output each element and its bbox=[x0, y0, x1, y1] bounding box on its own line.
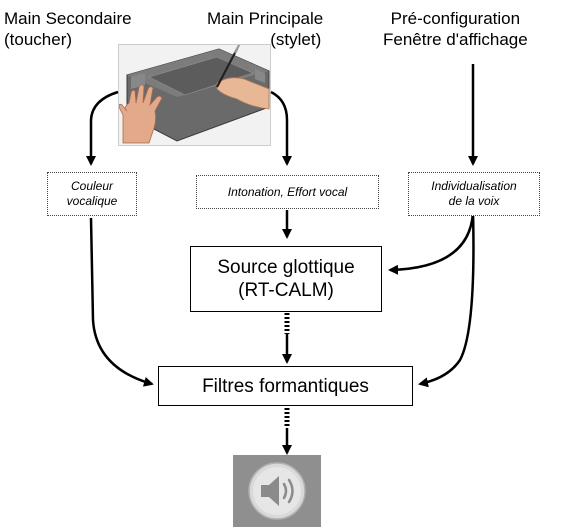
secondary-hand-label-line1: Main Secondaire bbox=[4, 9, 132, 28]
preconfig-label-line1: Pré-configuration bbox=[390, 9, 521, 28]
individualisation-line2: de la voix bbox=[448, 194, 500, 208]
tablet-icon bbox=[118, 42, 271, 146]
glottal-source-line1: Source glottique bbox=[217, 257, 355, 278]
tablet-illustration bbox=[118, 42, 270, 144]
formant-filters-text: Filtres formantiques bbox=[202, 375, 369, 397]
vocal-color-line2: vocalique bbox=[66, 194, 118, 208]
primary-hand-label-line1: Main Principale bbox=[207, 9, 324, 28]
preconfig-label: Pré-configuration Fenêtre d'affichage bbox=[383, 8, 528, 50]
preconfig-label-line2: Fenêtre d'affichage bbox=[383, 30, 528, 49]
vocal-color-box: Couleur vocalique bbox=[47, 172, 137, 216]
vocal-color-line1: Couleur bbox=[70, 179, 114, 193]
intonation-box: Intonation, Effort vocal bbox=[196, 175, 379, 209]
arrow-secondary-to-color bbox=[86, 90, 119, 166]
individualisation-line1: Individualisation bbox=[431, 179, 517, 193]
secondary-hand-label-line2: (toucher) bbox=[4, 30, 73, 49]
intonation-text: Intonation, Effort vocal bbox=[227, 184, 348, 199]
speaker-icon bbox=[233, 455, 321, 527]
arrow-individualisation-to-filters bbox=[418, 211, 475, 388]
individualisation-box: Individualisation de la voix bbox=[408, 172, 540, 216]
arrow-color-to-filters bbox=[89, 217, 154, 387]
glottal-source-line2: (RT-CALM) bbox=[238, 280, 334, 301]
secondary-hand-label: Main Secondaire (toucher) bbox=[4, 8, 132, 50]
arrow-primary-to-intonation bbox=[270, 90, 292, 166]
primary-hand-label: Main Principale (stylet) bbox=[207, 8, 323, 50]
formant-filters-box: Filtres formantiques bbox=[158, 366, 413, 406]
glottal-source-box: Source glottique (RT-CALM) bbox=[190, 246, 382, 312]
arrow-individualisation-to-source bbox=[388, 211, 475, 275]
speaker-graphic bbox=[248, 462, 306, 520]
primary-hand-label-line2: (stylet) bbox=[270, 30, 322, 49]
